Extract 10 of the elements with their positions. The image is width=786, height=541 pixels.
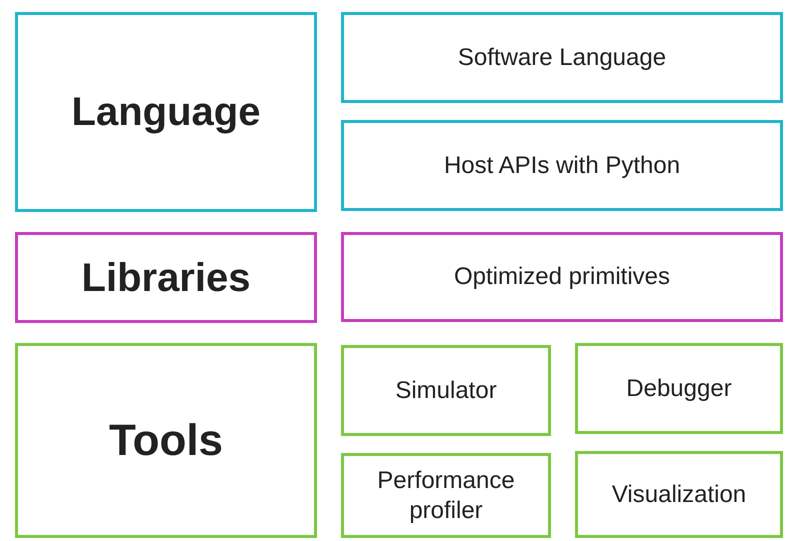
component-box: Performance profiler: [341, 453, 551, 538]
layer-box: Libraries: [15, 232, 317, 323]
component-box: Software Language: [341, 12, 783, 103]
layer-box: Tools: [15, 343, 317, 538]
component-box: Host APIs with Python: [341, 120, 783, 211]
component-box: Simulator: [341, 345, 551, 436]
component-box: Visualization: [575, 451, 783, 538]
layer-box: Language: [15, 12, 317, 212]
component-box: Optimized primitives: [341, 232, 783, 322]
component-box: Debugger: [575, 343, 783, 434]
